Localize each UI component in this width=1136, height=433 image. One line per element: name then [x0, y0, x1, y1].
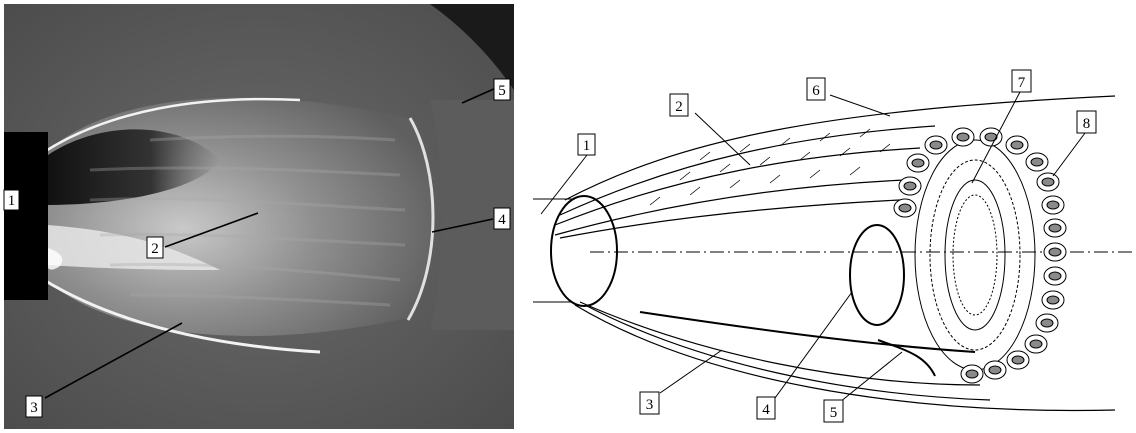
upper-flow-ticks: [650, 129, 890, 205]
leader-right-1: [541, 155, 587, 214]
left-label-1: 1: [4, 190, 19, 210]
left-label-5: 5: [494, 79, 510, 100]
ring-outer: [915, 140, 1035, 370]
left-label-2: 2: [147, 237, 163, 258]
vortex-cells: [894, 128, 1066, 383]
ring-inner: [945, 180, 1005, 330]
svg-text:2: 2: [151, 241, 159, 257]
svg-text:1: 1: [8, 193, 16, 209]
right-label-2: 2: [670, 94, 688, 116]
ring-mid: [930, 160, 1020, 350]
leader-right-6: [830, 95, 890, 116]
right-label-3: 3: [640, 392, 659, 414]
lower-layer-2: [585, 305, 990, 400]
middle-ellipse: [850, 225, 904, 325]
upper-layer-2: [555, 148, 920, 225]
svg-text:1: 1: [583, 138, 591, 154]
right-label-4: 4: [757, 397, 775, 419]
right-label-8: 8: [1077, 111, 1096, 133]
right-label-7: 7: [1012, 70, 1031, 92]
svg-text:4: 4: [498, 212, 506, 228]
left-label-3: 3: [26, 396, 42, 417]
svg-text:3: 3: [30, 400, 38, 416]
lower-layer-1: [580, 302, 980, 385]
inlet-ellipse: [551, 196, 617, 306]
ring-core: [953, 195, 997, 315]
leader-right-5: [840, 352, 902, 402]
right-label-6: 6: [807, 78, 825, 100]
svg-text:3: 3: [646, 397, 654, 413]
svg-text:7: 7: [1018, 75, 1026, 91]
leader-right-4: [775, 292, 852, 398]
schlieren-photo: [4, 4, 514, 429]
leader-right-8: [1053, 133, 1085, 176]
upper-layer-3: [555, 180, 905, 235]
right-label-1: 1: [578, 134, 595, 155]
svg-text:2: 2: [675, 99, 683, 115]
svg-text:6: 6: [812, 83, 820, 99]
svg-text:8: 8: [1083, 116, 1091, 132]
left-label-4: 4: [494, 208, 510, 229]
svg-text:4: 4: [762, 402, 770, 418]
svg-text:5: 5: [498, 83, 506, 99]
right-label-5: 5: [824, 400, 843, 422]
svg-text:5: 5: [830, 405, 838, 421]
nozzle-body: [4, 132, 48, 300]
